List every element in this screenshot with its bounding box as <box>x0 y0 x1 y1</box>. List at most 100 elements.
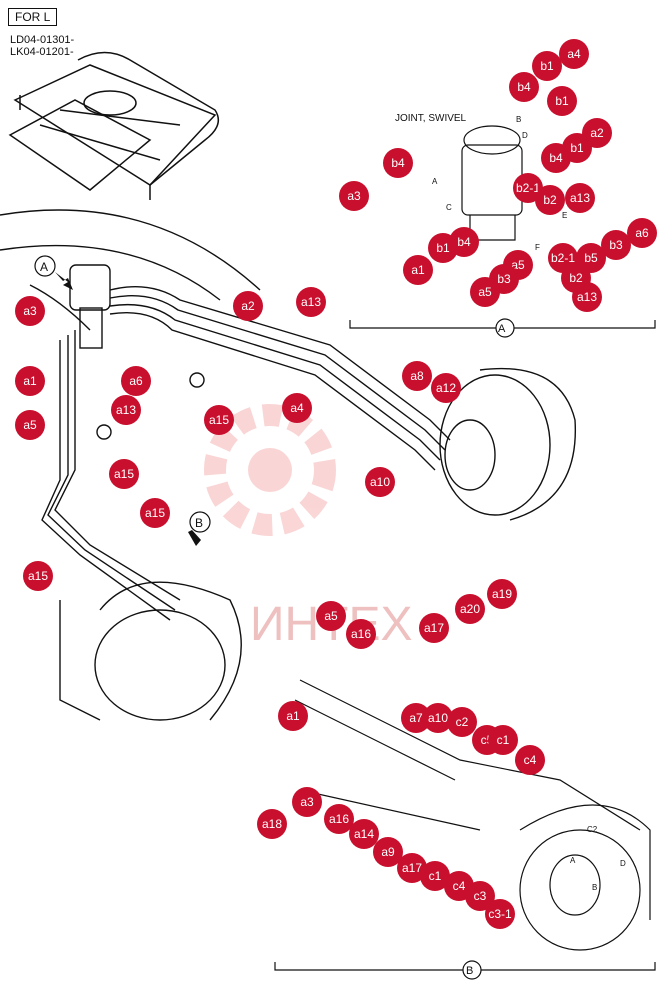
callout-c2: c2 <box>447 707 477 737</box>
callout-circle <box>487 579 517 609</box>
callout-circle <box>109 459 139 489</box>
callout-label: a17 <box>424 621 444 635</box>
section-a-marker: A <box>498 323 506 335</box>
callout-a9: a9 <box>373 837 403 867</box>
callout-label: a8 <box>410 369 424 383</box>
callout-circle <box>324 804 354 834</box>
callout-b2: b2 <box>535 185 565 215</box>
callout-a16: a16 <box>324 804 354 834</box>
callout-a6: a6 <box>121 366 151 396</box>
callout-a10: a10 <box>423 703 453 733</box>
callout-label: c4 <box>453 879 466 893</box>
callout-a1: a1 <box>15 366 45 396</box>
callout-b4: b4 <box>449 227 479 257</box>
callout-circle <box>515 745 545 775</box>
callout-label: b1 <box>540 59 554 73</box>
callout-a15: a15 <box>204 405 234 435</box>
callout-label: a10 <box>428 711 448 725</box>
callout-label: b3 <box>609 238 623 252</box>
callout-label: c4 <box>524 753 537 767</box>
callout-circle <box>373 837 403 867</box>
swivel-joint-title: JOINT, SWIVEL <box>395 113 467 124</box>
callout-b3: b3 <box>601 230 631 260</box>
callout-circle <box>562 133 592 163</box>
callout-label: a5 <box>478 285 492 299</box>
callout-circle <box>513 173 543 203</box>
callout-label: b2 <box>569 271 583 285</box>
callout-a15: a15 <box>140 498 170 528</box>
port-a-label: A <box>432 177 438 186</box>
callout-a19: a19 <box>487 579 517 609</box>
callout-c1: c1 <box>420 861 450 891</box>
callout-label: a6 <box>129 374 143 388</box>
callout-a4: a4 <box>282 393 312 423</box>
callout-label: a1 <box>23 374 37 388</box>
callout-label: a13 <box>577 290 597 304</box>
callout-circle <box>601 230 631 260</box>
callout-circle <box>572 282 602 312</box>
callout-a15: a15 <box>23 561 53 591</box>
callout-label: a19 <box>492 587 512 601</box>
view-b-letter: B <box>195 516 203 530</box>
callout-label: c1 <box>497 733 510 747</box>
callout-circle <box>349 819 379 849</box>
callout-a10: a10 <box>365 467 395 497</box>
callout-label: a17 <box>402 861 422 875</box>
callout-circle <box>257 809 287 839</box>
callout-circle <box>565 183 595 213</box>
callout-circle <box>489 264 519 294</box>
callout-a17: a17 <box>397 853 427 883</box>
callout-circle <box>488 725 518 755</box>
callout-circle <box>402 361 432 391</box>
callout-circle <box>365 467 395 497</box>
machine-overview-sketch <box>8 51 220 200</box>
callout-circle <box>316 601 346 631</box>
callout-label: a15 <box>145 506 165 520</box>
callout-circle <box>509 72 539 102</box>
callout-label: a7 <box>409 711 423 725</box>
callout-label: a10 <box>370 475 390 489</box>
callout-circle <box>419 613 449 643</box>
callout-circle <box>403 255 433 285</box>
callout-label: b3 <box>497 272 511 286</box>
callout-a3: a3 <box>339 181 369 211</box>
callout-circle <box>111 395 141 425</box>
callout-label: a9 <box>381 845 395 859</box>
callout-a5: a5 <box>15 410 45 440</box>
port-b-b-label: B <box>592 883 597 892</box>
callout-label: b5 <box>584 251 598 265</box>
callout-label: a3 <box>23 304 37 318</box>
callout-a5: a5 <box>316 601 346 631</box>
callout-label: a5 <box>511 258 525 272</box>
port-b-label: B <box>516 115 521 124</box>
callout-label: c2 <box>456 715 469 729</box>
callout-label: a15 <box>28 569 48 583</box>
callout-circle <box>547 86 577 116</box>
callout-b3: b3 <box>489 264 519 294</box>
callout-label: a1 <box>286 709 300 723</box>
callout-circle <box>465 881 495 911</box>
callout-a17: a17 <box>419 613 449 643</box>
callout-label: a6 <box>635 226 649 240</box>
callout-circle <box>559 39 589 69</box>
callout-circle <box>423 703 453 733</box>
callout-circle <box>397 853 427 883</box>
callout-a20: a20 <box>455 594 485 624</box>
callout-circle <box>15 410 45 440</box>
callout-label: a3 <box>300 795 314 809</box>
callout-label: a13 <box>301 295 321 309</box>
port-f-label: F <box>535 243 540 252</box>
callout-label: a4 <box>567 47 581 61</box>
callout-circle <box>431 373 461 403</box>
callout-a1: a1 <box>403 255 433 285</box>
callout-circle <box>449 227 479 257</box>
callout-label: a16 <box>351 627 371 641</box>
callout-circle <box>15 296 45 326</box>
callout-label: a12 <box>436 381 456 395</box>
callout-circle <box>204 405 234 435</box>
callout-label: c3-1 <box>488 907 512 921</box>
callout-label: a2 <box>590 126 604 140</box>
callout-label: a18 <box>262 817 282 831</box>
callout-b1: b1 <box>547 86 577 116</box>
